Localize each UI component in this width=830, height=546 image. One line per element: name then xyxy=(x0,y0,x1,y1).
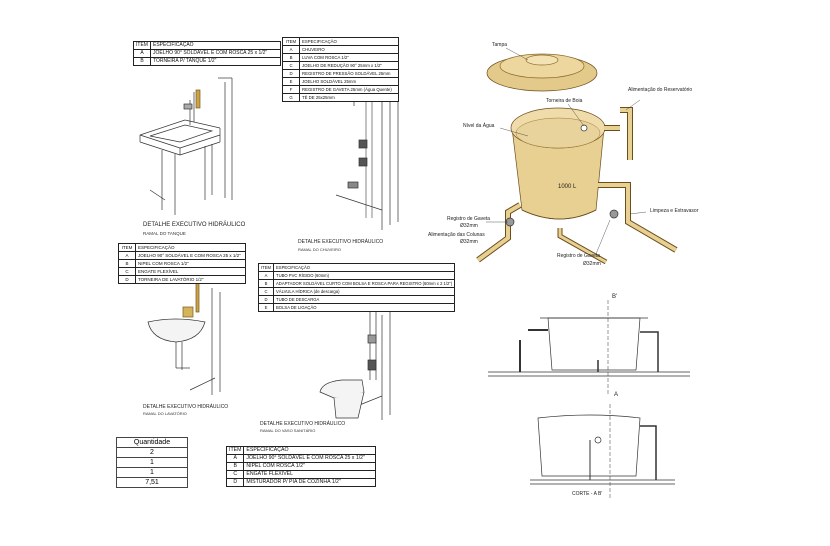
label-limpeza: Limpeza e Extravasor xyxy=(650,208,699,214)
table-header-row: ITEM ESPECIFICAÇÃO xyxy=(225,446,376,455)
label-alim-colunas-size: Ø32mm xyxy=(460,239,478,245)
table-header-row: ITEM ESPECIFICAÇÃO xyxy=(282,37,399,46)
caption-tanque-sub: RAMAL DO TANQUE xyxy=(143,231,186,236)
caption-vaso-sub: RAMAL DO VASO SANITÁRIO xyxy=(260,428,316,433)
table-row: 1 xyxy=(116,457,188,468)
chuveiro-illustration xyxy=(335,92,399,230)
label-nivel-agua: Nível da Água xyxy=(463,123,495,129)
table-header-row: ITEM ESPECIFICAÇÃO xyxy=(257,263,456,272)
label-alimentacao: Alimentação do Reservatório xyxy=(628,87,693,93)
label-registro-2: Registro de Gaveta xyxy=(557,253,601,259)
water-tank-illustration xyxy=(476,47,678,265)
caption-chuveiro-sub: RAMAL DO CHUVEIRO xyxy=(298,247,341,252)
label-section-b: B' xyxy=(612,294,618,300)
table-row: A JOELHO 90° SOLDÁVEL E COM ROSCA 25 x 1… xyxy=(133,49,281,58)
caption-tanque-title: DETALHE EXECUTIVO HIDRÁULICO xyxy=(143,222,246,228)
label-tampa: Tampa xyxy=(492,42,508,48)
tanque-illustration xyxy=(139,77,233,215)
table-row: B TORNEIRA P/ TANQUE 1/2" xyxy=(133,57,281,66)
label-registro-1: Registro de Gaveta xyxy=(447,216,491,222)
vaso-illustration xyxy=(319,300,391,420)
label-capacity: 1000 L xyxy=(558,184,577,190)
label-torneira-boia: Torneira de Boia xyxy=(546,98,583,104)
caption-vaso-title: DETALHE EXECUTIVO HIDRÁULICO xyxy=(260,421,346,427)
table-header-row: ITEM ESPECIFICAÇÃO xyxy=(133,41,281,50)
col-item: ITEM xyxy=(133,41,151,50)
table-row: 1 xyxy=(116,467,188,478)
caption-lavatorio-sub: RAMAL DO LAVATÓRIO xyxy=(143,411,187,416)
table-header-row: Quantidade xyxy=(116,437,188,448)
quantidade-table: Quantidade 2 1 1 7,51 xyxy=(116,437,188,488)
table-header-row: ITEM ESPECIFICAÇÃO xyxy=(118,243,246,252)
label-corte: CORTE - A B' xyxy=(572,491,603,497)
caption-lavatorio-title: DETALHE EXECUTIVO HIDRÁULICO xyxy=(143,404,229,410)
table-row: 7,51 xyxy=(116,477,188,488)
table-row: 2 xyxy=(116,447,188,458)
lavatorio-illustration xyxy=(147,288,221,395)
section-elevation-bottom xyxy=(530,404,675,500)
table-tanque: ITEM ESPECIFICAÇÃO A JOELHO 90° SOLDÁVEL… xyxy=(133,41,281,66)
col-especificacao: ESPECIFICAÇÃO xyxy=(150,41,281,50)
label-registro-2-size: Ø32mm xyxy=(583,261,601,267)
section-elevation-top xyxy=(488,300,690,395)
label-registro-1-size: Ø32mm xyxy=(460,223,478,229)
label-alim-colunas: Alimentação das Colunas xyxy=(428,232,485,238)
label-section-a: A xyxy=(614,392,619,398)
caption-chuveiro-title: DETALHE EXECUTIVO HIDRÁULICO xyxy=(298,239,384,245)
